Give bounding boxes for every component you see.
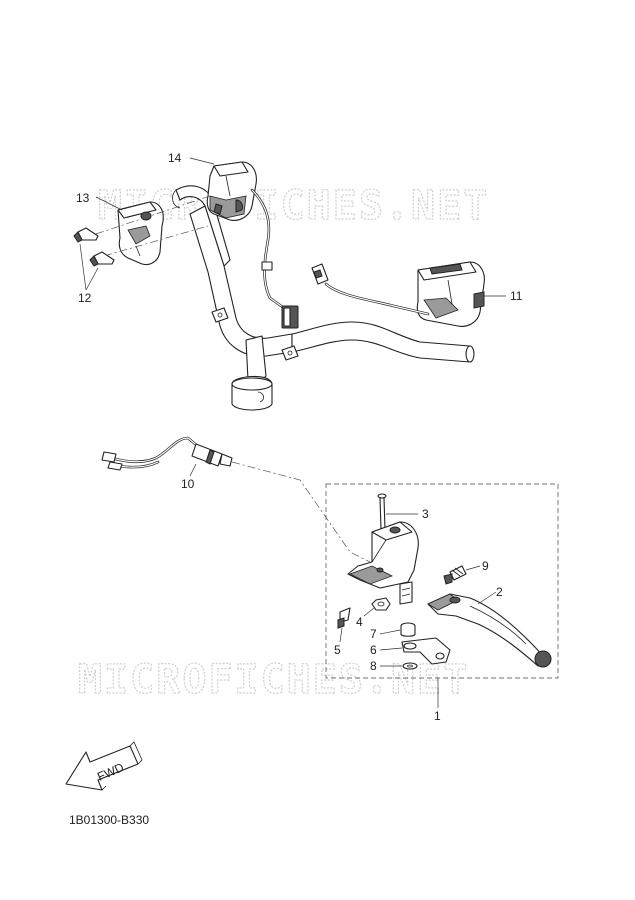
callout-2: 2 bbox=[496, 585, 503, 599]
part-5-screw bbox=[337, 607, 351, 629]
callout-3: 3 bbox=[422, 507, 429, 521]
part-3-bolt bbox=[377, 493, 387, 531]
callout-7: 7 bbox=[370, 627, 377, 641]
part-4-nut bbox=[371, 597, 391, 611]
align-line-12-a bbox=[95, 195, 211, 235]
callout-12: 12 bbox=[78, 291, 92, 305]
leader-lines bbox=[79, 157, 506, 708]
lever-holder bbox=[347, 521, 419, 605]
callout-6: 6 bbox=[370, 643, 377, 657]
callout-9: 9 bbox=[482, 559, 489, 573]
callout-10: 10 bbox=[181, 477, 195, 491]
diagram-code: 1B01300-B330 bbox=[69, 813, 150, 827]
callout-1: 1 bbox=[434, 709, 441, 723]
part-14-switch-upper bbox=[206, 161, 299, 329]
callout-13: 13 bbox=[76, 191, 90, 205]
handlebar bbox=[172, 185, 475, 411]
part-10-brake-switch bbox=[101, 436, 233, 471]
align-line-10 bbox=[231, 461, 379, 567]
part-9-spring bbox=[443, 565, 467, 585]
callout-8: 8 bbox=[370, 659, 377, 673]
part-8-washer bbox=[402, 662, 418, 670]
assembly-box bbox=[325, 483, 559, 679]
callout-14: 14 bbox=[168, 151, 182, 165]
part-7-collar bbox=[400, 622, 416, 637]
callouts: 14 13 12 11 10 3 9 2 4 5 7 6 8 1 bbox=[76, 151, 523, 723]
callout-5: 5 bbox=[334, 643, 341, 657]
part-13-switch-lower bbox=[117, 201, 164, 266]
part-6-plate bbox=[401, 637, 451, 665]
part-2-lever bbox=[427, 593, 552, 668]
callout-11: 11 bbox=[510, 289, 523, 303]
callout-4: 4 bbox=[356, 615, 363, 629]
part-12-screws bbox=[73, 227, 115, 267]
watermark-bottom: MICROFICHES.NET bbox=[78, 657, 469, 703]
fwd-arrow: FWD bbox=[65, 741, 143, 791]
align-line-12-b bbox=[103, 225, 209, 257]
part-11-switch-right bbox=[311, 261, 485, 327]
